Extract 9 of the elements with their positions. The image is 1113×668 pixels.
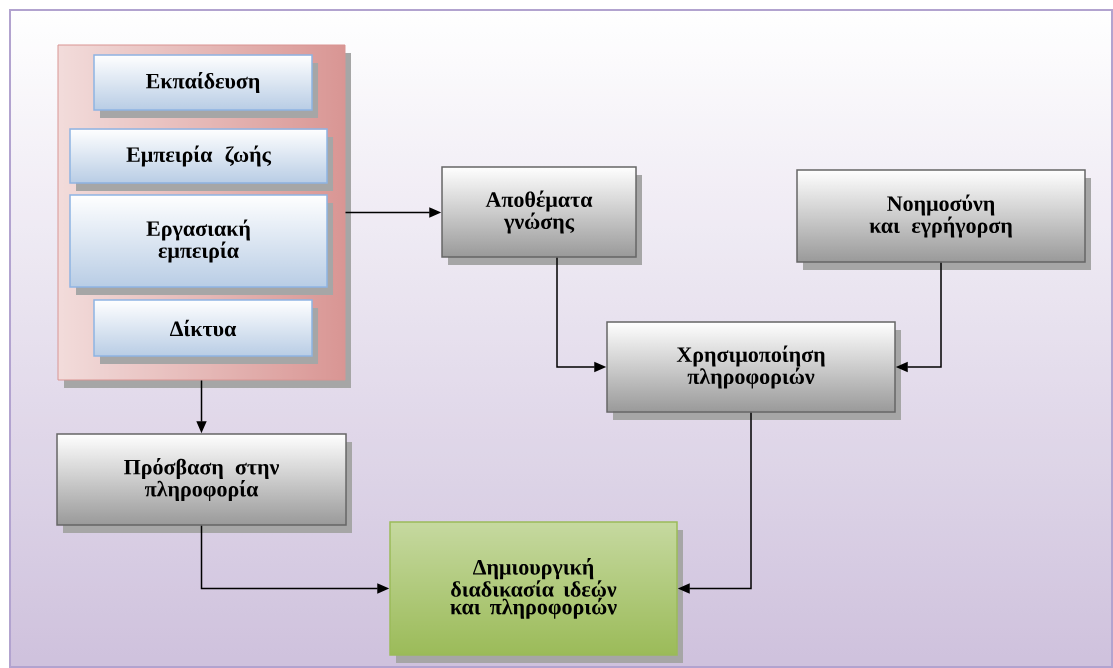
process-box: Αποθέματα γνώσης [441,166,642,265]
process-box: Χρησιμοποίηση πληροφοριών [606,321,901,420]
result-box: Δημιουργική διαδικασία ιδεών και πληροφοριών [389,521,683,663]
process-box: Εκπαίδευση [93,54,318,118]
process-box: Νοημοσύνη και εγρήγορση [796,169,1091,270]
process-box: Εργασιακή εμπειρία [69,194,333,295]
process-box: Εμπειρία ζωής [69,128,333,191]
process-box: Δίκτυα [93,299,318,364]
process-box: Πρόσβαση στην πληροφορία [56,433,352,533]
